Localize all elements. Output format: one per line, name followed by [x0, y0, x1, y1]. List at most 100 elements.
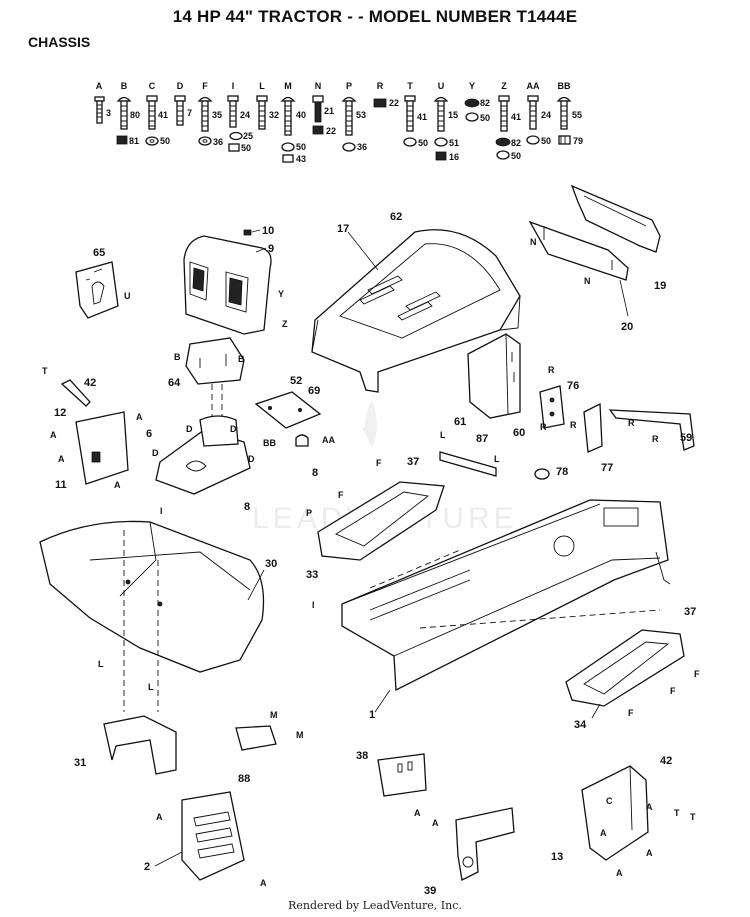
ref-F: F: [670, 686, 676, 696]
callout-78: 78: [556, 466, 568, 478]
callout-64: 64: [168, 377, 181, 389]
hardware-A: A 3: [94, 81, 111, 124]
hardware-num: 35: [212, 110, 222, 120]
hardware-num: 41: [417, 112, 427, 122]
hardware-Z: Z 41 82 50: [495, 81, 521, 161]
callout-9: 9: [268, 243, 274, 255]
ref-A: A: [156, 812, 163, 822]
hardware-num: 32: [269, 110, 279, 120]
ref-R: R: [628, 418, 635, 428]
hardware-C: C 41 50: [145, 81, 170, 146]
hardware-num: 50: [541, 136, 551, 146]
ref-T: T: [42, 366, 48, 376]
page-title: 14 HP 44" TRACTOR - - MODEL NUMBER T1444…: [172, 7, 578, 26]
hardware-letter: Y: [469, 81, 475, 91]
part-plug-78: [534, 468, 550, 480]
ref-C: C: [606, 796, 613, 806]
ref-D: D: [152, 448, 159, 458]
callout-59: 59: [680, 432, 692, 444]
hardware-P: P 53 36: [341, 81, 367, 152]
ref-A: A: [616, 868, 623, 878]
callout-19: 19: [654, 280, 666, 292]
ref-F: F: [694, 669, 700, 679]
hardware-num: 36: [213, 137, 223, 147]
callout-6: 6: [146, 428, 152, 440]
ref-L: L: [440, 430, 446, 440]
part-footrest-34: [565, 629, 685, 707]
hardware-U: U 15 51 16: [433, 81, 459, 162]
hardware-num: 22: [326, 126, 336, 136]
ref-R: R: [540, 422, 547, 432]
hardware-letter: I: [232, 81, 235, 91]
hardware-letter: A: [96, 81, 103, 91]
hardware-num: 24: [240, 110, 250, 120]
callout-11: 11: [55, 479, 67, 491]
ref-N: N: [530, 237, 537, 247]
callout-76: 76: [567, 380, 579, 392]
callout-8: 8: [244, 501, 250, 513]
callout-20: 20: [621, 321, 633, 333]
callout-42: 42: [84, 377, 96, 389]
part-footrest-33: [317, 481, 445, 561]
hardware-letter: B: [121, 81, 128, 91]
ref-M: M: [296, 730, 304, 740]
part-plate-88: [235, 725, 277, 751]
callout-37: 37: [684, 606, 696, 618]
ref-B: B: [238, 354, 245, 364]
ref-R: R: [652, 434, 659, 444]
ref-U: U: [124, 291, 131, 301]
ref-L: L: [98, 659, 104, 669]
hardware-num: 25: [243, 131, 253, 141]
callouts: 1 2 6 8 8 9 10 11 12 13 17 19 20 30 31 3…: [54, 211, 696, 897]
hardware-num: 16: [449, 152, 459, 162]
ref-A: A: [136, 412, 143, 422]
callout-37: 37: [407, 456, 419, 468]
hardware-num: 50: [511, 151, 521, 161]
part-bracket-65: [75, 261, 119, 319]
hardware-letter: N: [315, 81, 322, 91]
hardware-num: 50: [296, 142, 306, 152]
callout-12: 12: [54, 407, 66, 419]
hardware-num: 53: [356, 110, 366, 120]
part-bracket-31: [103, 715, 177, 775]
part-panel-11: [60, 379, 129, 485]
ref-Y: Y: [278, 289, 284, 299]
part-plates-38-39: [377, 753, 515, 881]
part-plate-6: [155, 415, 251, 495]
hardware-letter: D: [177, 81, 184, 91]
part-fender: [39, 520, 265, 673]
ref-A: A: [432, 818, 439, 828]
hardware-num: 50: [160, 136, 170, 146]
part-plate-69: [254, 391, 322, 447]
part-tank: [183, 229, 272, 335]
ref-AA: AA: [322, 435, 335, 445]
hardware-letter: C: [149, 81, 156, 91]
ref-A: A: [50, 430, 57, 440]
hardware-M: M 40 50 43: [280, 81, 306, 164]
ref-I: I: [160, 506, 163, 516]
callout-39: 39: [424, 885, 436, 897]
ref-B: B: [174, 352, 181, 362]
callout-1: 1: [369, 709, 375, 721]
part-hood: [311, 229, 521, 393]
ref-D: D: [248, 454, 255, 464]
ref-D: D: [230, 424, 237, 434]
hardware-num: 79: [573, 136, 583, 146]
ref-R: R: [548, 365, 555, 375]
hardware-AA: AA 24 50: [526, 81, 551, 146]
hardware-num: 80: [130, 110, 140, 120]
hardware-refs: U Y Z B B D D D D BB AA T A A A A N N R …: [42, 237, 700, 888]
hardware-num: 3: [106, 108, 111, 118]
ref-F: F: [376, 458, 382, 468]
hardware-num: 50: [480, 113, 490, 123]
hardware-num: 81: [129, 136, 139, 146]
hardware-letter: F: [202, 81, 208, 91]
hardware-B: B 80 81: [116, 81, 140, 146]
callout-52: 52: [290, 375, 302, 387]
hardware-letter: T: [407, 81, 413, 91]
hardware-num: 15: [448, 110, 458, 120]
part-frame: [341, 499, 671, 692]
part-dash-panel: [467, 333, 521, 419]
part-seat-handle: [528, 184, 661, 281]
parts: [39, 184, 695, 881]
